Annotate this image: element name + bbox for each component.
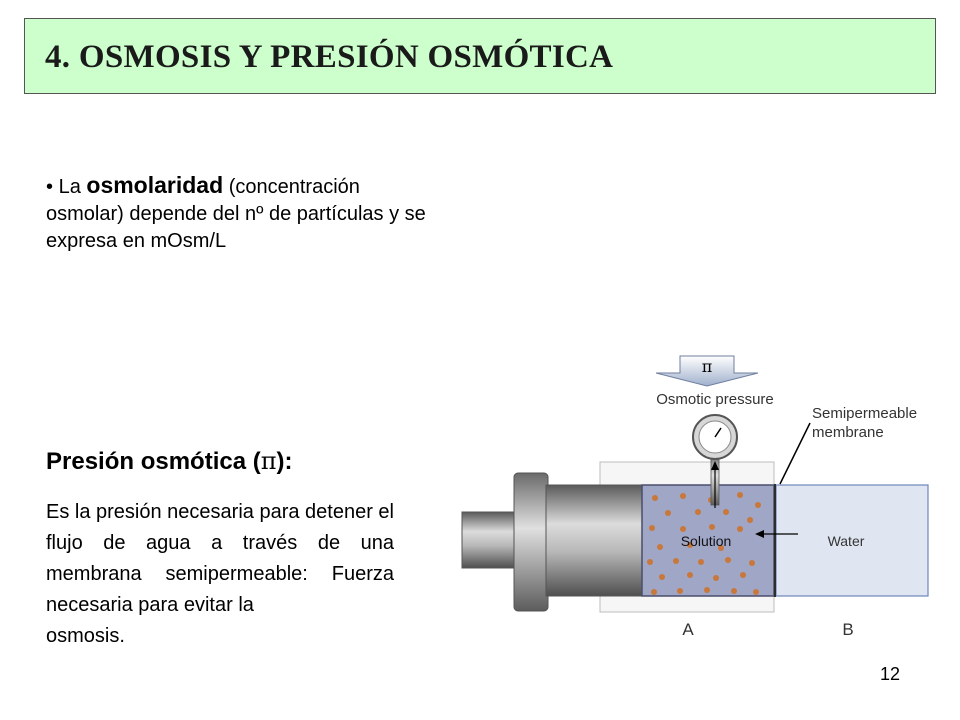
semipermeable-label: Semipermeable	[812, 405, 917, 422]
solution-label: Solution	[681, 533, 732, 549]
solute-particle	[753, 589, 759, 595]
solute-particle	[718, 545, 724, 551]
solute-particle	[725, 557, 731, 563]
solute-particle	[747, 517, 753, 523]
solute-particle	[749, 560, 755, 566]
compartment-b-label: B	[842, 620, 853, 639]
heading-text-pre: Presión osmótica (	[46, 448, 261, 475]
solute-particle	[687, 572, 693, 578]
solute-particle	[647, 559, 653, 565]
solute-particle	[649, 525, 655, 531]
solute-particle	[723, 509, 729, 515]
slide-title: 4. OSMOSIS Y PRESIÓN OSMÓTICA	[45, 39, 614, 75]
page-number: 12	[880, 664, 901, 684]
water-flow-arrow-head	[755, 530, 764, 538]
heading-text-post: ):	[276, 448, 293, 475]
water-label: Water	[828, 533, 865, 549]
title-banner: 4. OSMOSIS Y PRESIÓN OSMÓTICA	[24, 18, 936, 94]
solute-particle	[659, 574, 665, 580]
solute-particle	[704, 587, 710, 593]
compartment-a-label: A	[682, 620, 694, 639]
compartment-b	[775, 484, 929, 597]
solute-particle	[652, 495, 658, 501]
gauge-arrow-head	[711, 461, 719, 470]
solute-particles	[647, 492, 761, 595]
osmotic-pressure-definition: Es la presión necesaria para detener el …	[46, 497, 394, 652]
solute-particle	[651, 589, 657, 595]
solute-particle	[665, 510, 671, 516]
definition-last-word: osmosis.	[46, 625, 125, 647]
osmotic-pressure-heading: Presión osmótica (π):	[46, 447, 293, 476]
bullet-rest: (concentración osmolar) depende del nº d…	[46, 176, 426, 252]
solute-particle	[740, 572, 746, 578]
solute-particle	[673, 558, 679, 564]
solute-particle	[657, 544, 663, 550]
osmotic-pressure-label: Osmotic pressure	[656, 391, 774, 408]
solute-particle	[695, 509, 701, 515]
solute-particle	[680, 526, 686, 532]
solute-particle	[731, 588, 737, 594]
pi-symbol: π	[260, 447, 277, 475]
bullet-term: osmolaridad	[86, 172, 224, 198]
definition-text: Es la presión necesaria para detener el …	[46, 501, 394, 616]
diagram-pi-symbol: π	[702, 357, 713, 376]
solute-particle	[737, 526, 743, 532]
piston-head	[513, 472, 549, 612]
osmolarity-bullet: • La osmolaridad (concentración osmolar)…	[46, 172, 426, 255]
solute-particle	[677, 588, 683, 594]
piston-cylinder	[545, 484, 643, 597]
gauge-needle	[714, 427, 722, 438]
solute-particle	[687, 542, 693, 548]
solute-particle	[713, 575, 719, 581]
solute-particle	[737, 492, 743, 498]
solute-particle	[698, 559, 704, 565]
membrane-pointer	[779, 422, 811, 485]
solute-particle	[680, 493, 686, 499]
solute-particle	[755, 502, 761, 508]
bullet-lead: La	[58, 176, 81, 198]
bullet-marker: •	[46, 176, 54, 198]
osmotic-pressure-arrow	[655, 355, 759, 387]
membrane-label: membrane	[812, 424, 884, 441]
osmosis-diagram: π Osmotic pressure Semipermeable membran…	[461, 355, 929, 639]
solute-particle	[709, 524, 715, 530]
